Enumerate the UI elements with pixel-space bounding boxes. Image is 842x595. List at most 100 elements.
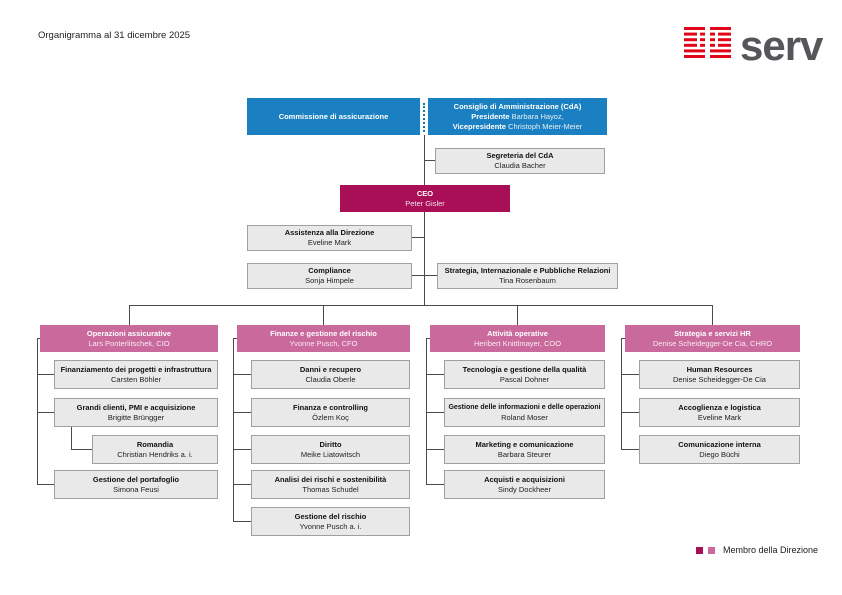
unit-danni-recupero: Danni e recupero Claudia Oberle <box>251 360 410 389</box>
ceo-box: CEO Peter Gisler <box>340 185 510 212</box>
unit-title: Accoglienza e logistica <box>678 402 761 412</box>
unit-title: Comunicazione interna <box>678 439 761 449</box>
legend-label: Membro della Direzione <box>723 545 819 555</box>
division-header-attivita-operative: Attività operative Heribert Knittlmayer,… <box>430 325 605 352</box>
unit-name: Brigitte Brüngger <box>107 412 165 422</box>
division-head: Heribert Knittlmayer, COO <box>473 338 562 348</box>
serv-logo: serv <box>684 24 823 66</box>
unit-name: Carsten Böhler <box>110 374 162 384</box>
division-header-strategia-hr: Strategia e servizi HR Denise Scheidegge… <box>625 325 800 352</box>
unit-name: Sindy Dockheer <box>498 484 551 494</box>
unit-romandia: Romandia Christian Hendriks a. i. <box>92 435 218 464</box>
vicepresident-name: Christoph Meier-Meier <box>508 121 583 131</box>
unit-gestione-portafoglio: Gestione del portafoglio Simona Feusi <box>54 470 218 499</box>
box-title: Commissione di assicurazione <box>278 111 389 121</box>
unit-title: Tecnologia e gestione della qualità <box>462 364 587 374</box>
president-name: Barbara Hayoz, <box>511 111 564 121</box>
connector-line <box>621 374 639 375</box>
unit-name: Denise Scheidegger-De Cia <box>673 374 766 384</box>
connector-line <box>426 484 444 485</box>
division-title: Finanze e gestione del rischio <box>270 328 377 338</box>
connector-line <box>323 305 324 325</box>
box-name: Claudia Bacher <box>494 161 546 170</box>
unit-name: Özlem Koç <box>312 412 349 422</box>
connector-line <box>233 412 251 413</box>
connector-line <box>233 338 237 339</box>
unit-comunicazione-interna: Comunicazione interna Diego Büchi <box>639 435 800 464</box>
board-secretariat-box: Segreteria del CdA Claudia Bacher <box>435 148 605 174</box>
unit-title: Finanza e controlling <box>292 402 368 412</box>
unit-name: Diego Büchi <box>699 449 740 459</box>
unit-title: Gestione delle informazioni e delle oper… <box>448 403 601 411</box>
division-title: Attività operative <box>487 328 548 338</box>
division-head: Yvonne Pusch, CFO <box>289 338 358 348</box>
box-name: Eveline Mark <box>307 238 352 247</box>
unit-grandi-clienti: Grandi clienti, PMI e acquisizione Brigi… <box>54 398 218 427</box>
division-title: Operazioni assicurative <box>86 328 172 338</box>
unit-gestione-rischio: Gestione del rischio Yvonne Pusch a. i. <box>251 507 410 536</box>
unit-name: Claudia Oberle <box>305 374 356 384</box>
unit-title: Acquisti e acquisizioni <box>484 474 565 484</box>
connector-line <box>233 521 251 522</box>
connector-line <box>233 374 251 375</box>
connector-line <box>424 160 435 161</box>
board-president-line: Presidente Barbara Hayoz, <box>471 112 564 122</box>
legend: Membro della Direzione <box>696 545 818 555</box>
unit-gestione-informazioni: Gestione delle informazioni e delle oper… <box>444 398 605 427</box>
connector-line <box>37 484 54 485</box>
connector-line <box>621 449 639 450</box>
connector-line <box>621 338 622 450</box>
vicepresident-label: Vicepresidente <box>452 121 506 131</box>
unit-finanza-controlling: Finanza e controlling Özlem Koç <box>251 398 410 427</box>
unit-name: Thomas Schudel <box>302 484 359 494</box>
box-title: Consiglio di Amministrazione (CdA) <box>453 101 582 111</box>
unit-title: Gestione del rischio <box>294 511 367 521</box>
connector-line <box>426 449 444 450</box>
unit-analisi-rischi: Analisi dei rischi e sostenibilità Thoma… <box>251 470 410 499</box>
connector-line <box>712 305 713 325</box>
unit-name: Roland Moser <box>501 412 548 422</box>
unit-title: Analisi dei rischi e sostenibilità <box>274 474 387 484</box>
box-name: Sonja Himpele <box>305 276 354 285</box>
connector-line <box>424 212 425 305</box>
legend-swatch-light <box>708 546 715 554</box>
insurance-commission-box: Commissione di assicurazione <box>247 98 420 135</box>
unit-name: Meike Liatowitsch <box>300 449 361 459</box>
connector-line <box>426 338 430 339</box>
unit-name: Yvonne Pusch a. i. <box>299 521 362 531</box>
unit-finanziamento-progetti: Finanziamento dei progetti e infrastrutt… <box>54 360 218 389</box>
connector-line <box>37 374 54 375</box>
board-vicepresident-line: Vicepresidente Christoph Meier-Meier <box>453 122 583 132</box>
unit-title: Danni e recupero <box>299 364 362 374</box>
strategy-international-pr-box: Strategia, Internazionale e Pubbliche Re… <box>437 263 618 289</box>
connector-line <box>37 338 40 339</box>
unit-tecnologia-qualita: Tecnologia e gestione della qualità Pasc… <box>444 360 605 389</box>
president-label: Presidente <box>471 111 510 121</box>
unit-name: Barbara Steurer <box>497 449 552 459</box>
box-title: Segreteria del CdA <box>486 151 554 160</box>
connector-line <box>129 305 713 306</box>
unit-acquisti: Acquisti e acquisizioni Sindy Dockheer <box>444 470 605 499</box>
connector-line <box>621 412 639 413</box>
box-name: Peter Gisler <box>405 198 445 208</box>
box-title: CEO <box>416 188 434 198</box>
box-title: Assistenza alla Direzione <box>284 228 375 237</box>
unit-title: Grandi clienti, PMI e acquisizione <box>76 402 196 412</box>
unit-title: Finanziamento dei progetti e infrastrutt… <box>60 364 212 374</box>
connector-line <box>426 412 444 413</box>
unit-title: Romandia <box>136 439 174 449</box>
connector-line <box>37 338 38 485</box>
connector-line <box>621 338 625 339</box>
connector-line <box>426 374 444 375</box>
unit-marketing-comunicazione: Marketing e comunicazione Barbara Steure… <box>444 435 605 464</box>
connector-line <box>71 427 72 450</box>
unit-accoglienza-logistica: Accoglienza e logistica Eveline Mark <box>639 398 800 427</box>
legend-swatch-dark <box>696 546 703 554</box>
connector-line <box>412 275 437 276</box>
page-title: Organigramma al 31 dicembre 2025 <box>38 30 191 41</box>
unit-human-resources: Human Resources Denise Scheidegger-De Ci… <box>639 360 800 389</box>
box-title: Compliance <box>308 266 351 275</box>
box-title: Strategia, Internazionale e Pubbliche Re… <box>444 266 611 275</box>
unit-name: Pascal Dohner <box>499 374 550 384</box>
unit-diritto: Diritto Meike Liatowitsch <box>251 435 410 464</box>
